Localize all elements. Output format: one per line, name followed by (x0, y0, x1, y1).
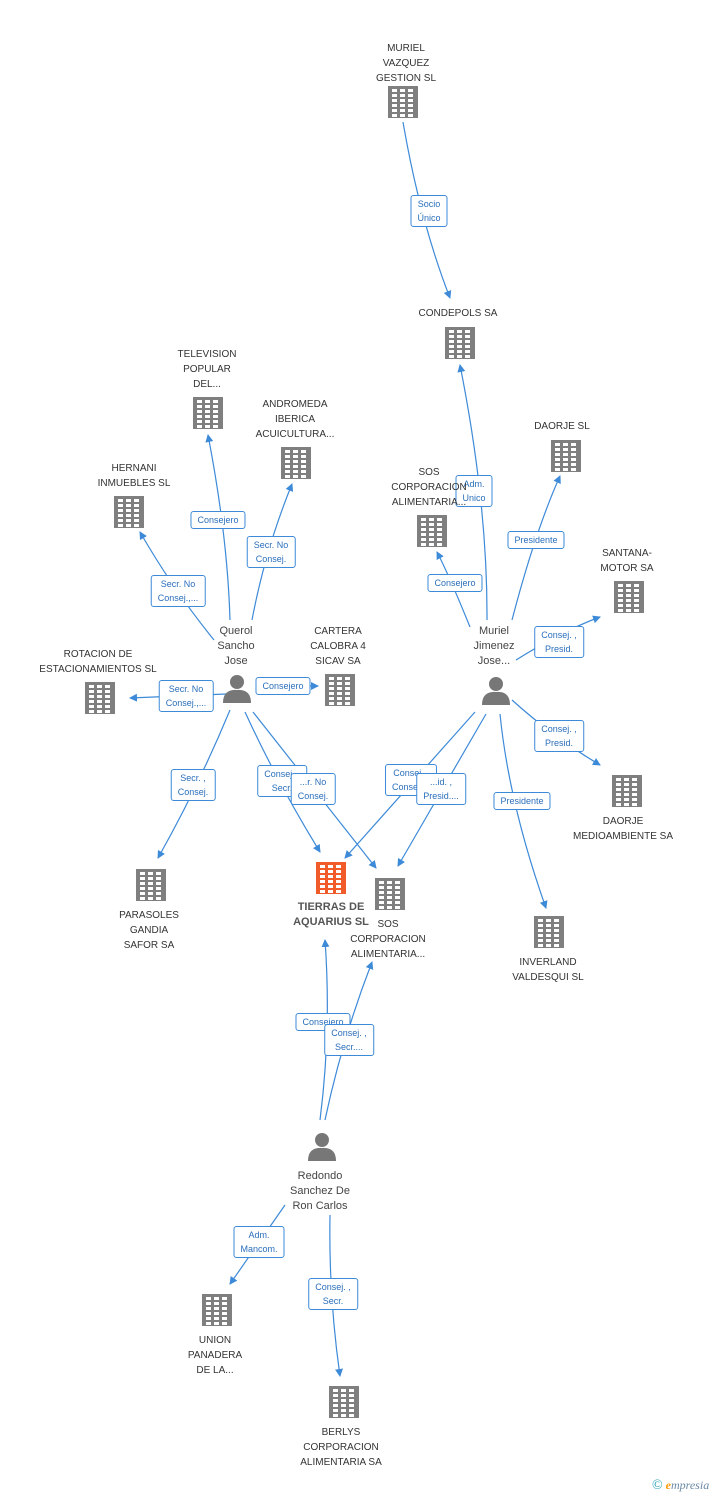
edge-label-muriel-vg-to-condepols[interactable]: Socio Único (410, 195, 448, 227)
edge-label-redondo-to-union[interactable]: Adm. Mancom. (233, 1226, 285, 1258)
node-label-daorje-sl[interactable]: DAORJE SL (534, 421, 590, 432)
node-label-rotacion[interactable]: ROTACION DE ESTACIONAMIENTOS SL (39, 649, 157, 675)
focus-building-icon-tierras[interactable] (316, 862, 346, 894)
edge-label-querol-to-rotacion[interactable]: Secr. No Consej.,... (158, 680, 214, 712)
building-icon-muriel-vg[interactable] (388, 86, 418, 118)
edge-label-muriel-j-to-inverland[interactable]: Presidente (493, 792, 551, 810)
empresia-logo: © empresia (652, 1478, 709, 1494)
node-label-condepols[interactable]: CONDEPOLS SA (418, 308, 498, 319)
node-label-tv-popular[interactable]: TELEVISION POPULAR DEL... (177, 349, 237, 390)
building-icon-condepols[interactable] (445, 327, 475, 359)
building-icon-parasoles[interactable] (136, 869, 166, 901)
building-icon-daorje-ma[interactable] (612, 775, 642, 807)
edge-label-muriel-j-to-condepols[interactable]: Adm. Unico (455, 475, 493, 507)
node-label-muriel-j[interactable]: Muriel Jimenez Jose... (473, 625, 515, 667)
edge-label-redondo-to-sos-mid[interactable]: Consej. , Secr.... (324, 1024, 374, 1056)
building-icon-santana[interactable] (614, 581, 644, 613)
person-icon-muriel-j[interactable] (482, 677, 510, 705)
node-label-querol[interactable]: Querol Sancho Jose (217, 625, 255, 667)
edge-label-muriel-j-to-sos-top[interactable]: Consejero (427, 574, 483, 592)
building-icon-berlys[interactable] (329, 1386, 359, 1418)
edge-label-querol-to-tv-popular[interactable]: Consejero (190, 511, 246, 529)
node-label-daorje-ma[interactable]: DAORJE MEDIOAMBIENTE SA (572, 816, 673, 842)
building-icon-union[interactable] (202, 1294, 232, 1326)
node-label-hernani[interactable]: HERNANI INMUEBLES SL (97, 463, 171, 489)
brand-name: mpresia (670, 1478, 710, 1492)
node-label-cartera[interactable]: CARTERA CALOBRA 4 SICAV SA (310, 626, 366, 667)
building-icon-rotacion[interactable] (85, 682, 115, 714)
person-icon-querol[interactable] (223, 675, 251, 703)
node-label-berlys[interactable]: BERLYS CORPORACION ALIMENTARIA SA (300, 1427, 382, 1468)
building-icon-tv-popular[interactable] (193, 397, 223, 429)
building-icon-cartera[interactable] (325, 674, 355, 706)
building-icon-sos-mid[interactable] (375, 878, 405, 910)
building-icon-andromeda[interactable] (281, 447, 311, 479)
edge-label-muriel-j-to-sos-mid[interactable]: ...id. , Presid.... (416, 773, 466, 805)
node-label-santana[interactable]: SANTANA- MOTOR SA (600, 548, 654, 574)
edge-label-muriel-j-to-daorje-sl[interactable]: Presidente (507, 531, 565, 549)
brand-initial: e (665, 1478, 671, 1492)
node-label-sos-mid[interactable]: SOS CORPORACION ALIMENTARIA... (350, 919, 426, 960)
copyright-icon: © (652, 1478, 663, 1493)
building-icon-sos-top[interactable] (417, 515, 447, 547)
node-label-andromeda[interactable]: ANDROMEDA IBERICA ACUICULTURA... (255, 399, 335, 440)
edge-label-querol-to-hernani[interactable]: Secr. No Consej.,... (150, 575, 206, 607)
edge-querol-to-tv-popular (205, 434, 231, 621)
edge-label-querol-to-cartera[interactable]: Consejero (255, 677, 311, 695)
edge-label-redondo-to-berlys[interactable]: Consej. , Secr. (308, 1278, 358, 1310)
node-label-redondo[interactable]: Redondo Sanchez De Ron Carlos (290, 1170, 350, 1212)
edge-label-muriel-j-to-santana[interactable]: Consej. , Presid. (534, 626, 584, 658)
building-icon-inverland[interactable] (534, 916, 564, 948)
node-label-muriel-vg[interactable]: MURIEL VAZQUEZ GESTION SL (375, 43, 436, 84)
node-label-parasoles[interactable]: PARASOLES GANDIA SAFOR SA (119, 910, 179, 951)
node-label-inverland[interactable]: INVERLAND VALDESQUI SL (512, 957, 584, 983)
node-label-tierras[interactable]: TIERRAS DE AQUARIUS SL (293, 901, 369, 928)
edge-label-querol-to-andromeda[interactable]: Secr. No Consej. (246, 536, 296, 568)
edge-label-muriel-j-to-daorje-ma[interactable]: Consej. , Presid. (534, 720, 584, 752)
building-icon-daorje-sl[interactable] (551, 440, 581, 472)
node-label-union[interactable]: UNION PANADERA DE LA... (187, 1335, 243, 1376)
person-icon-redondo[interactable] (308, 1133, 336, 1161)
edge-label-querol-to-parasoles[interactable]: Secr. , Consej. (170, 769, 216, 801)
node-label-sos-top[interactable]: SOS CORPORACION ALIMENTARIA... (391, 467, 467, 508)
building-icon-hernani[interactable] (114, 496, 144, 528)
edge-label-querol-to-sos-mid[interactable]: ...r. No Consej. (290, 773, 336, 805)
